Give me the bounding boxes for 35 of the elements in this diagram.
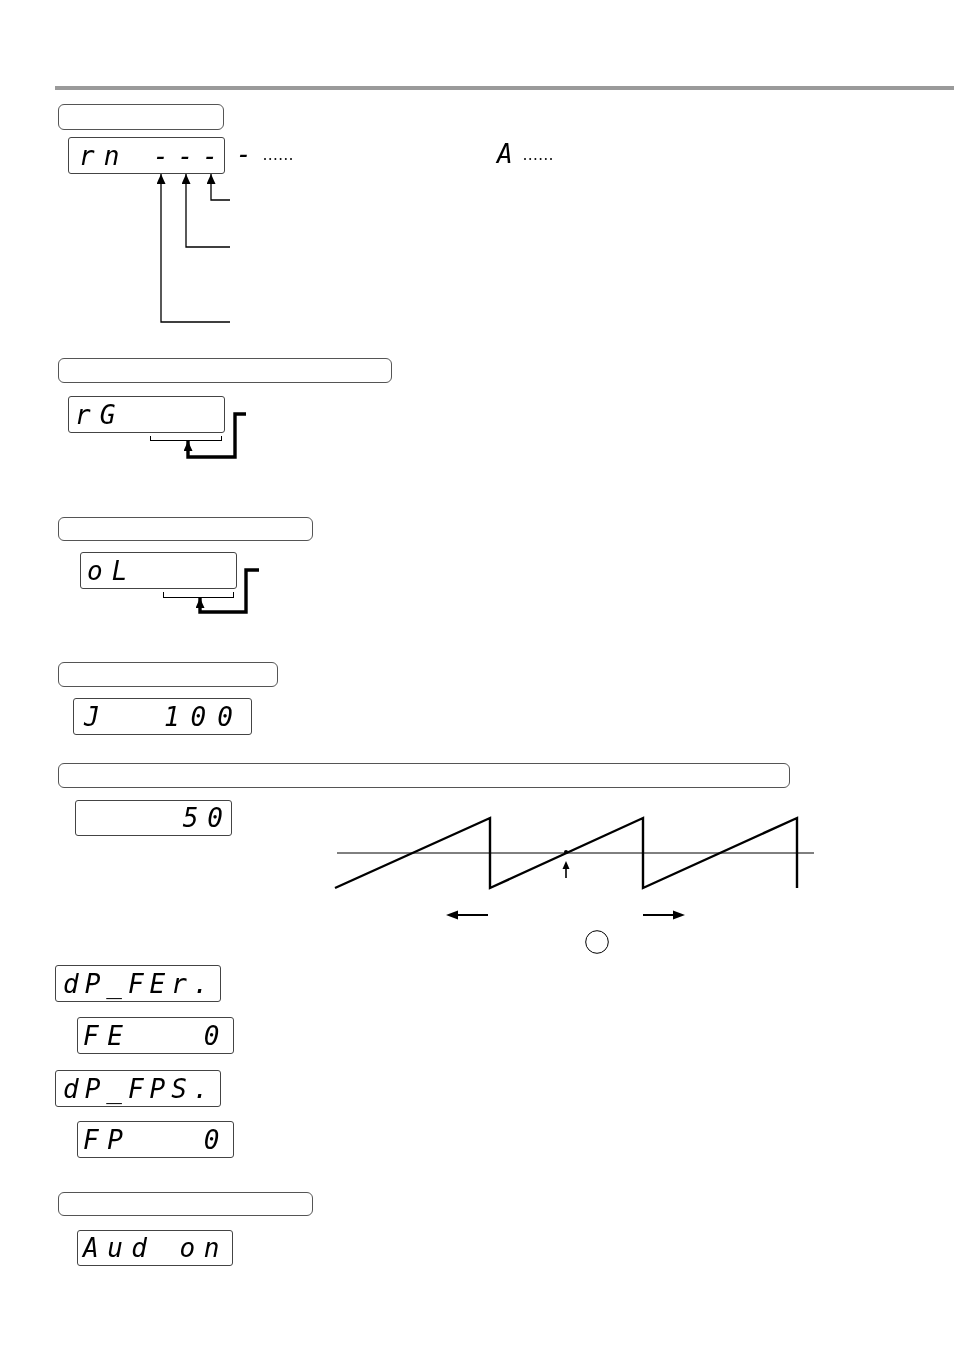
lcd-display [75,800,232,836]
heading-frame [58,517,313,541]
lcd-display [80,552,237,589]
leader-arrow [156,173,231,323]
heading-frame [58,358,392,383]
leader-arrow [183,412,246,459]
heading-frame [58,763,790,788]
heading-frame [58,104,224,130]
lcd-display [77,1121,234,1158]
display-symbol: - [236,141,252,167]
leader-arrow [206,173,231,201]
lcd-display [55,1070,221,1107]
heading-frame [58,1192,313,1216]
lcd-display [77,1017,234,1054]
lcd-display [77,1230,233,1266]
display-readout: oL [87,557,137,584]
display-readout: Aud on [83,1235,228,1261]
display-readout: dP_FPS. [63,1075,215,1102]
bracket [163,592,234,598]
bracket [150,436,222,441]
lcd-display [68,396,225,433]
display-readout: 50 [182,805,232,831]
display-symbol: A [497,141,513,167]
leader-arrow [195,568,259,614]
display-readout: rG [75,401,125,428]
heading-frame [58,662,278,687]
display-readout: FE 0 [83,1022,228,1049]
display-readout: FP 0 [83,1126,228,1153]
leader-arrow [181,173,231,248]
lcd-display [55,965,221,1002]
lcd-display [68,137,225,174]
lcd-display [73,698,252,735]
display-readout: rn --- [79,142,227,169]
display-readout: J 100 [84,703,244,730]
display-readout: dP_FEr. [63,970,215,997]
